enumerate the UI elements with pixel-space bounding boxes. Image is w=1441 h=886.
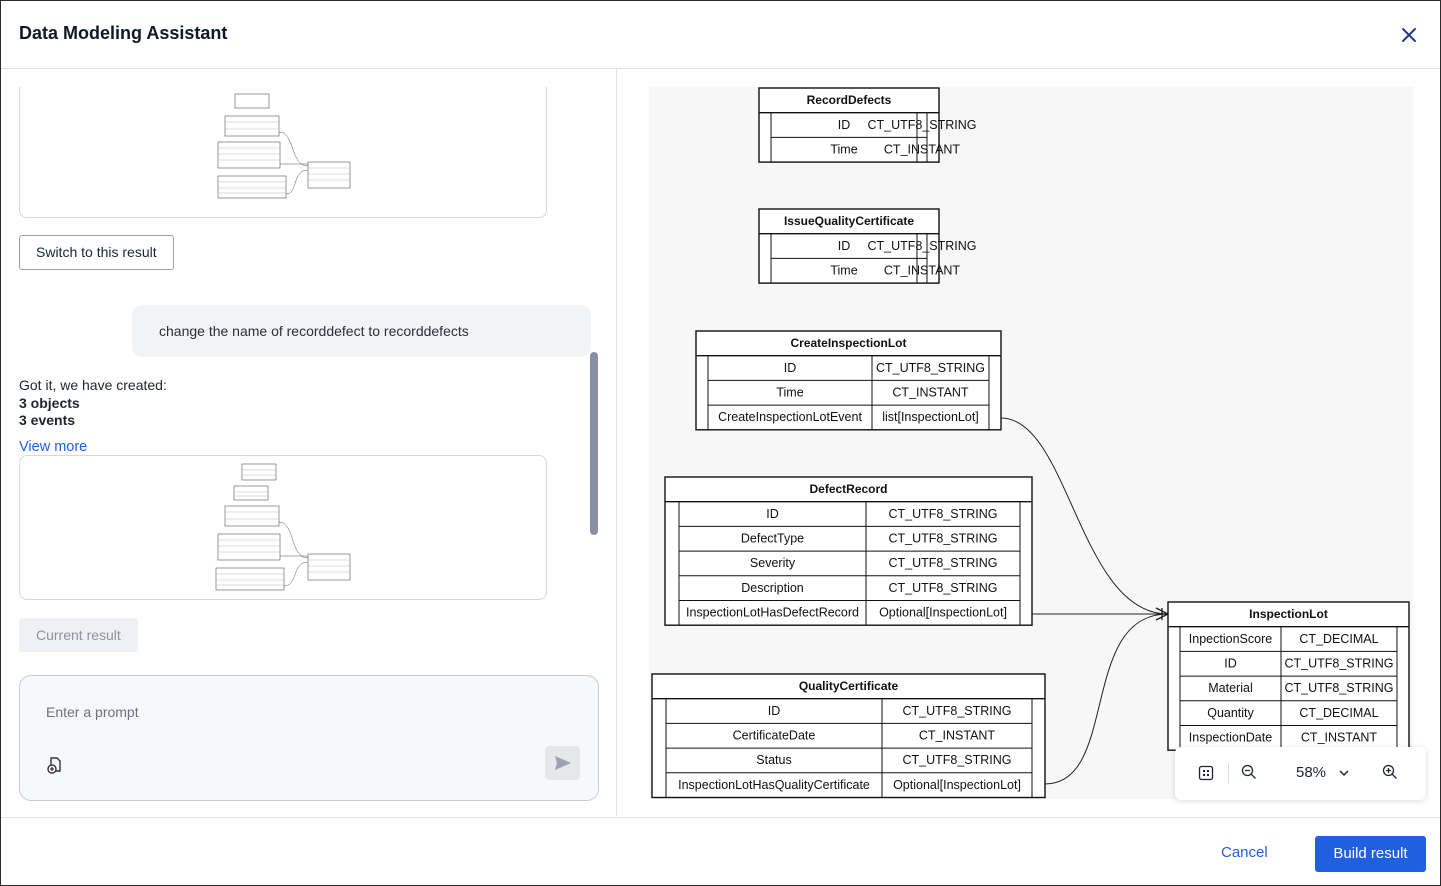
entity-box xyxy=(651,673,1046,799)
entity-name: RecordDefects xyxy=(807,93,892,107)
field-name: ID xyxy=(784,361,797,375)
field-type: CT_UTF8_STRING xyxy=(876,361,985,375)
field-name: Time xyxy=(830,264,857,278)
field-name: Material xyxy=(1208,681,1252,695)
diagram-preview xyxy=(217,93,351,199)
dialog-footer: Cancel Build result xyxy=(1,817,1440,885)
field-type: CT_UTF8_STRING xyxy=(888,556,997,570)
cancel-button[interactable]: Cancel xyxy=(1221,844,1268,861)
field-type: CT_INSTANT xyxy=(919,729,996,743)
zoom-level[interactable]: 58% xyxy=(1296,764,1327,781)
field-name: InspectionLotHasDefectRecord xyxy=(686,606,859,620)
entity-box xyxy=(758,208,940,284)
field-type: CT_UTF8_STRING xyxy=(1284,681,1393,695)
entity-name: DefectRecord xyxy=(809,482,887,496)
objects-count: 3 objects xyxy=(19,394,80,411)
field-name: InspectionLotHasQualityCertificate xyxy=(678,778,870,792)
field-name: InpectionScore xyxy=(1189,632,1272,646)
field-name: ID xyxy=(768,704,781,718)
assistant-intro: Got it, we have created: xyxy=(19,377,167,393)
field-type: CT_UTF8_STRING xyxy=(888,581,997,595)
field-name: CreateInspectionLotEvent xyxy=(718,410,862,424)
current-result-thumbnail[interactable] xyxy=(19,455,547,600)
field-type: CT_INSTANT xyxy=(892,386,969,400)
attach-file-icon[interactable] xyxy=(46,756,64,774)
field-type: CT_DECIMAL xyxy=(1299,706,1378,720)
dialog-header: Data Modeling Assistant xyxy=(1,1,1440,69)
field-name: Time xyxy=(776,386,803,400)
events-count: 3 events xyxy=(19,412,76,428)
field-name: Time xyxy=(830,143,857,157)
field-name: DefectType xyxy=(741,532,804,546)
chevron-down-icon[interactable] xyxy=(1337,766,1351,780)
zoom-out-icon[interactable] xyxy=(1241,764,1257,780)
entity-name: CreateInspectionLot xyxy=(790,336,906,350)
relationship-line xyxy=(1000,417,1169,615)
field-type: CT_UTF8_STRING xyxy=(902,753,1011,767)
field-name: Description xyxy=(741,581,804,595)
field-name: Severity xyxy=(750,556,796,570)
entity-name: QualityCertificate xyxy=(799,679,899,693)
field-name: InspectionDate xyxy=(1189,731,1272,745)
field-type: CT_UTF8_STRING xyxy=(888,532,997,546)
close-icon[interactable] xyxy=(1397,23,1421,47)
field-name: Quantity xyxy=(1207,706,1254,720)
switch-result-button[interactable]: Switch to this result xyxy=(19,235,174,270)
field-type: CT_UTF8_STRING xyxy=(1284,657,1393,671)
user-message: change the name of recorddefect to recor… xyxy=(132,305,591,357)
zoom-in-icon[interactable] xyxy=(1382,764,1398,780)
field-type: Optional[InspectionLot] xyxy=(879,606,1007,620)
field-name: CertificateDate xyxy=(733,729,816,743)
build-result-button[interactable]: Build result xyxy=(1315,836,1426,872)
field-type: CT_INSTANT xyxy=(1301,731,1378,745)
chat-panel: Switch to this result change the name of… xyxy=(1,69,616,816)
zoom-toolbar: 58% xyxy=(1175,747,1426,800)
field-type: CT_UTF8_STRING xyxy=(867,239,976,253)
field-type: list[InspectionLot] xyxy=(882,410,979,424)
field-name: ID xyxy=(766,507,779,521)
toolbar-divider xyxy=(1228,763,1229,783)
assistant-message: Got it, we have created: 3 objects 3 eve… xyxy=(19,377,167,456)
relationship-line xyxy=(1044,613,1169,785)
field-name: Status xyxy=(756,753,791,767)
prompt-box[interactable]: Enter a prompt xyxy=(19,675,599,801)
entity-box xyxy=(758,87,940,163)
field-type: CT_INSTANT xyxy=(884,264,961,278)
relationship-connectors xyxy=(1000,417,1170,785)
view-more-link[interactable]: View more xyxy=(19,438,88,455)
current-result-button: Current result xyxy=(19,618,138,652)
field-type: CT_DECIMAL xyxy=(1299,632,1378,646)
prompt-input[interactable]: Enter a prompt xyxy=(46,704,139,720)
chat-scrollbar[interactable] xyxy=(590,352,598,535)
entity-name: IssueQualityCertificate xyxy=(784,214,914,228)
field-type: Optional[InspectionLot] xyxy=(893,778,1021,792)
field-name: ID xyxy=(1224,657,1237,671)
field-type: CT_UTF8_STRING xyxy=(902,704,1011,718)
fit-to-screen-icon[interactable] xyxy=(1198,765,1214,781)
chat-history[interactable]: Switch to this result change the name of… xyxy=(1,87,599,657)
previous-result-thumbnail[interactable] xyxy=(19,87,547,218)
send-button[interactable] xyxy=(545,746,580,780)
dialog-title: Data Modeling Assistant xyxy=(19,23,228,43)
send-icon xyxy=(555,756,571,770)
field-name: ID xyxy=(838,118,851,132)
diagram-preview xyxy=(215,463,351,591)
entity-name: InspectionLot xyxy=(1249,607,1328,621)
field-type: CT_UTF8_STRING xyxy=(867,118,976,132)
field-type: CT_INSTANT xyxy=(884,143,961,157)
field-name: ID xyxy=(838,239,851,253)
panel-divider xyxy=(616,69,617,816)
field-type: CT_UTF8_STRING xyxy=(888,507,997,521)
